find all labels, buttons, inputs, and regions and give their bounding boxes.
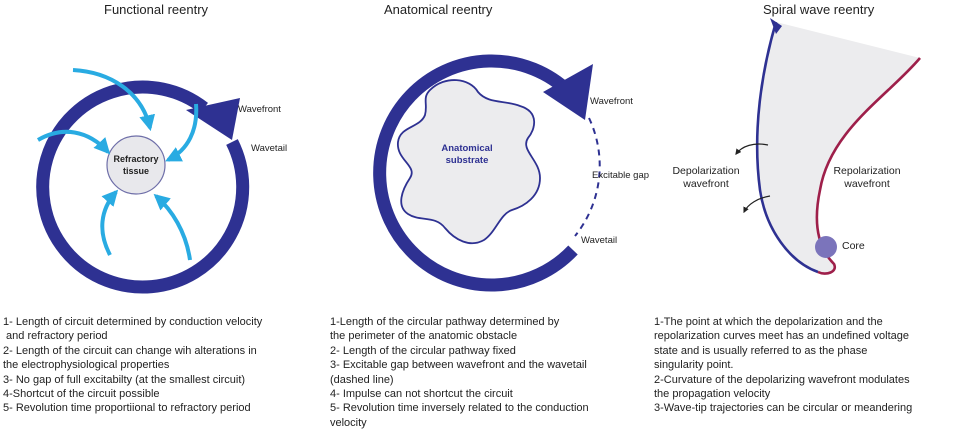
spiral-note-line: 3-Wave-tip trajectories can be circular …: [654, 402, 913, 415]
anatomical-note-line: 5- Revolution time inversely related to …: [330, 402, 589, 415]
core-circle: [815, 236, 837, 258]
repolarization-curve: [815, 57, 921, 275]
anatomical-wavetail-label: Wavetail: [581, 235, 618, 246]
refractory-tissue-label: Refractory tissue: [110, 153, 162, 177]
repol-label-line2: wavefront: [844, 178, 890, 190]
anatomical-substrate-shape: [397, 79, 541, 245]
refractory-label-line2: tissue: [122, 166, 149, 176]
core-label: Core: [842, 240, 865, 252]
functional-wavetail-label: Wavetail: [251, 143, 288, 154]
functional-note-line: 3- No gap of full excitabilty (at the sm…: [3, 373, 246, 386]
cyan-arrow-right: [165, 103, 199, 162]
depol-label-line2: wavefront: [683, 178, 729, 190]
functional-reentry-diagram: [36, 68, 250, 294]
anatomical-note-line: 1-Length of the circular pathway determi…: [330, 316, 560, 328]
functional-reentry-title: Functional reentry: [104, 2, 209, 17]
reentry-diagrams: [36, 18, 921, 294]
refractory-tissue-circle: [106, 135, 166, 195]
spiral-note-line: state and is usually referred to as the …: [654, 344, 868, 357]
cyan-arrow-bottom-right: [153, 193, 192, 261]
repol-label-line1: Repolarization: [833, 165, 901, 177]
functional-note-line: the electrophysiological properties: [3, 359, 170, 372]
repolarization-wavefront-label: Repolarization wavefront: [826, 165, 908, 191]
functional-circuit-ring: [36, 80, 250, 294]
functional-wavefront-arrowhead: [186, 98, 240, 140]
anatomical-note-line: 2- Length of the circular pathway fixed: [330, 344, 516, 357]
spiral-note-line: repolarization curves meet has an undefi…: [654, 330, 909, 343]
functional-wavefront-label: Wavefront: [238, 104, 281, 115]
depol-arrow-lower: [743, 195, 771, 214]
depol-label-line1: Depolarization: [672, 165, 740, 177]
spiral-tissue-fill: [757, 22, 920, 274]
refractory-label-line1: Refractory: [113, 154, 159, 164]
anatomical-circuit-ring: [373, 54, 578, 292]
functional-note-line: and refractory period: [3, 330, 108, 343]
anatomical-wavefront-label: Wavefront: [590, 96, 633, 107]
spiral-wave-diagram: [735, 18, 921, 275]
anatomical-wavefront-arrowhead: [543, 64, 593, 120]
anatomical-note-line: velocity: [330, 416, 367, 429]
anatomical-note-line: 3- Excitable gap between wavefront and t…: [330, 359, 587, 372]
spiral-notes: 1-The point at which the depolarization …: [654, 315, 954, 416]
functional-note-line: 2- Length of the circuit can change wih …: [3, 344, 257, 357]
spiral-note-line: singularity point.: [654, 359, 734, 372]
cyan-arrow-top: [72, 68, 156, 132]
excitable-gap-label: Excitable gap: [592, 170, 650, 181]
anatomical-note-line: (dashed line): [330, 373, 394, 386]
cyan-arrow-bottom-left: [100, 189, 119, 256]
anatomical-note-line: the perimeter of the anatomic obstacle: [330, 330, 518, 343]
depolarization-curve: [755, 21, 819, 274]
excitable-gap-dashed: [574, 117, 601, 237]
anatomical-substrate-label: Anatomical substrate: [432, 143, 502, 167]
depolarization-wavefront-label: Depolarization wavefront: [668, 165, 744, 191]
anatomical-reentry-diagram: [373, 54, 601, 292]
anatomical-notes: 1-Length of the circular pathway determi…: [330, 315, 630, 430]
depol-arrow-upper: [735, 143, 769, 155]
spiral-wave-reentry-title: Spiral wave reentry: [763, 2, 875, 17]
cyan-arrow-left: [36, 129, 111, 155]
functional-note-line: 5- Revolution time proportiional to refr…: [3, 402, 251, 415]
spiral-note-line: 2-Curvature of the depolarizing wavefron…: [654, 373, 910, 386]
anatomical-reentry-title: Anatomical reentry: [384, 2, 493, 17]
substrate-label-line1: Anatomical: [441, 143, 493, 154]
functional-note-line: 1- Length of circuit determined by condu…: [3, 316, 263, 328]
functional-notes: 1- Length of circuit determined by condu…: [3, 315, 308, 416]
substrate-label-line2: substrate: [445, 155, 489, 166]
anatomical-note-line: 4- Impulse can not shortcut the circuit: [330, 388, 513, 401]
functional-note-line: 4-Shortcut of the circuit possible: [3, 388, 160, 401]
spiral-head-notch: [770, 18, 782, 34]
spiral-note-line: the propagation velocity: [654, 388, 771, 401]
spiral-note-line: 1-The point at which the depolarization …: [654, 316, 883, 328]
